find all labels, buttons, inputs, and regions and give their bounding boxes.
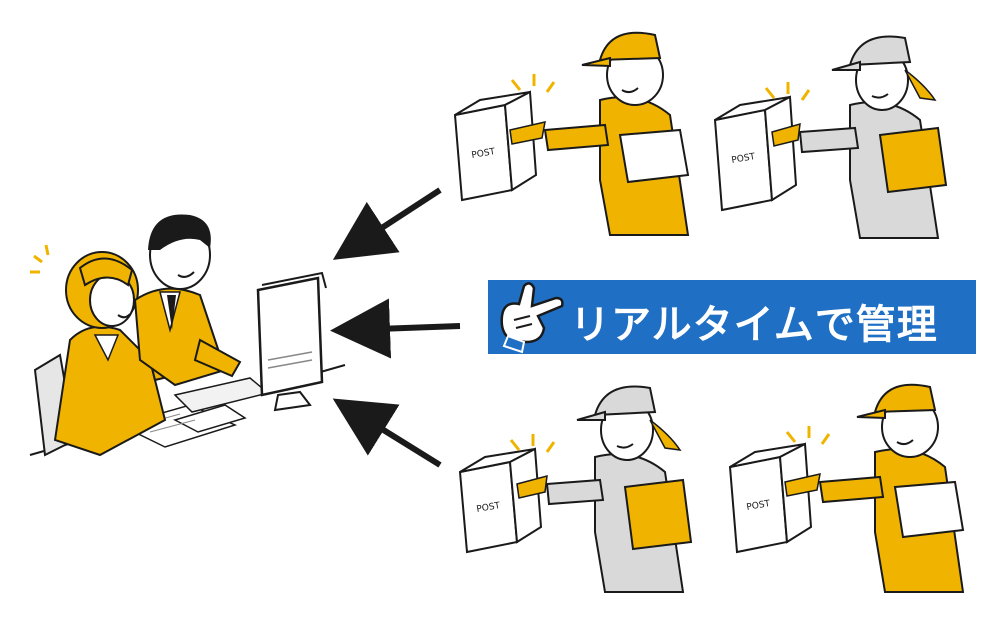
office-man — [133, 214, 242, 387]
delivery-worker-bottom-left: POST — [458, 385, 693, 593]
realtime-banner: リアルタイムで管理 — [488, 280, 976, 354]
mailbox-icon: POST — [728, 442, 813, 554]
mailbox-icon: POST — [458, 447, 543, 554]
mailbox-label: POST — [476, 501, 502, 515]
mailbox-label: POST — [731, 152, 757, 166]
arrow-icon-middle — [330, 298, 461, 359]
pointing-hand-icon — [500, 282, 564, 354]
mailbox-label: POST — [471, 147, 497, 161]
mailbox-label: POST — [746, 499, 772, 513]
office-scene — [29, 214, 346, 457]
computer-monitor-icon — [256, 271, 327, 412]
delivery-worker-bottom-right: POST — [728, 383, 965, 593]
arrow-icon-top — [332, 187, 442, 260]
delivery-worker-top-left: POST — [453, 31, 690, 236]
mailbox-icon: POST — [453, 90, 538, 202]
mailbox-icon: POST — [713, 95, 798, 212]
arrow-icon-bottom — [332, 398, 442, 468]
arrows — [330, 187, 461, 468]
office-woman — [30, 244, 207, 457]
delivery-worker-top-right: POST — [713, 35, 948, 239]
banner-label: リアルタイムで管理 — [570, 302, 938, 348]
